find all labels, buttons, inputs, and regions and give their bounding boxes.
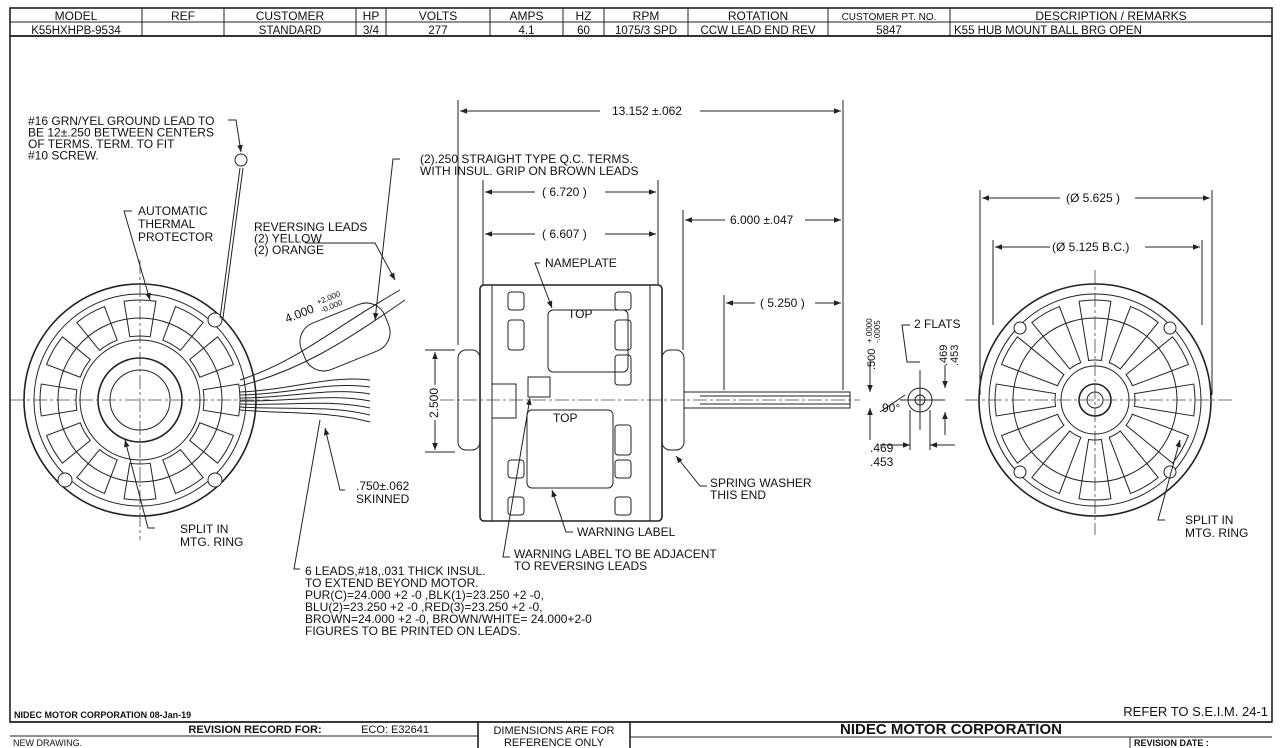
column-header: DESCRIPTION / REMARKS bbox=[1035, 9, 1186, 23]
column-value: STANDARD bbox=[259, 25, 321, 37]
skinned-note: SKINNED bbox=[356, 492, 410, 506]
flat-dim: .453 bbox=[870, 455, 894, 469]
two-flats-label: 2 FLATS bbox=[914, 317, 960, 331]
column-value: 3/4 bbox=[363, 25, 380, 37]
dim-6720: ( 6.720 ) bbox=[542, 185, 587, 199]
company-date: NIDEC MOTOR CORPORATION 08-Jan-19 bbox=[14, 710, 191, 720]
thermal-protector-note: THERMAL bbox=[138, 217, 196, 231]
split-ring-note: SPLIT IN bbox=[1185, 513, 1233, 527]
column-value: CCW LEAD END REV bbox=[700, 25, 815, 37]
top-label: TOP bbox=[568, 307, 592, 321]
height-dim: 2.500 bbox=[427, 388, 441, 418]
shaft-length-dim: 6.000 ±.047 bbox=[730, 213, 794, 227]
shaft-dia-dim: .500 bbox=[866, 349, 878, 370]
column-header: MODEL bbox=[55, 9, 98, 23]
ground-lead-note: #16 GRN/YEL GROUND LEAD TO bbox=[28, 114, 215, 128]
thermal-protector-note: PROTECTOR bbox=[138, 230, 213, 244]
overall-length-dim: 13.152 ±.062 bbox=[612, 104, 682, 118]
nameplate bbox=[547, 309, 629, 373]
title-block: NIDEC MOTOR CORPORATION 08-Jan-19 REFER … bbox=[10, 704, 1272, 748]
outer-diameter-dim: (Ø 5.625 ) bbox=[1066, 191, 1120, 205]
leads-note: TO EXTEND BEYOND MOTOR. bbox=[305, 576, 479, 590]
column-header: CUSTOMER bbox=[256, 9, 325, 23]
column-value: K55 HUB MOUNT BALL BRG OPEN bbox=[954, 25, 1142, 37]
flat-dim: .469 bbox=[870, 441, 894, 455]
column-value: 5847 bbox=[876, 25, 902, 37]
flat-dim: .469 bbox=[938, 345, 950, 366]
revision-note: NEW DRAWING. bbox=[13, 738, 82, 748]
split-ring-note: MTG. RING bbox=[180, 535, 243, 549]
warning-label-adjacent-note: TO REVERSING LEADS bbox=[514, 559, 647, 573]
column-header: HZ bbox=[576, 9, 592, 23]
qc-terms-note: WITH INSUL. GRIP ON BROWN LEADS bbox=[420, 164, 638, 178]
bolt-circle-dim: (Ø 5.125 B.C.) bbox=[1052, 240, 1129, 254]
column-header: RPM bbox=[633, 9, 660, 23]
column-header: HP bbox=[363, 9, 380, 23]
skinned-note: .750±.062 bbox=[356, 479, 410, 493]
ground-lead-note: #10 SCREW. bbox=[28, 149, 99, 163]
ground-lead-note: BE 12±.250 BETWEEN CENTERS bbox=[28, 126, 214, 140]
column-header: AMPS bbox=[509, 9, 543, 23]
split-ring-note: SPLIT IN bbox=[180, 522, 228, 536]
shaft-end-view bbox=[965, 270, 1235, 535]
spec-table: MODEL K55HXHPB-9534 REF CUSTOMER STANDARD HP 3… bbox=[9, 7, 1273, 37]
leads-note: BLU(2)=23.250 +2 -0 ,RED(3)=23.250 +2 -0… bbox=[305, 600, 542, 614]
angle-label: 90° bbox=[882, 401, 900, 415]
column-value: 277 bbox=[428, 25, 447, 37]
shaft-tol-plus: +.0000 bbox=[865, 318, 874, 343]
shaft-tol-minus: -.0005 bbox=[873, 320, 882, 343]
company-name: NIDEC MOTOR CORPORATION bbox=[840, 721, 1062, 738]
refer-note: REFER TO S.E.I.M. 24-1 bbox=[1123, 704, 1268, 719]
motor-side-view bbox=[440, 284, 860, 522]
qc-terms-note: (2).250 STRAIGHT TYPE Q.C. TERMS. bbox=[420, 152, 633, 166]
dim-5250: ( 5.250 ) bbox=[760, 296, 805, 310]
warning-label-note: WARNING LABEL bbox=[577, 525, 676, 539]
leads-note: 6 LEADS,#18,.031 THICK INSUL. bbox=[305, 564, 486, 578]
reversing-leads-note: REVERSING LEADS bbox=[254, 220, 367, 234]
nameplate-label: NAMEPLATE bbox=[545, 256, 617, 270]
column-value: 60 bbox=[577, 25, 590, 37]
split-ring-note: MTG. RING bbox=[1185, 526, 1248, 540]
ground-lead-note: OF TERMS. TERM. TO FIT bbox=[28, 137, 175, 151]
dimensions-ref-1: DIMENSIONS ARE FOR bbox=[493, 725, 614, 737]
column-value: 1075/3 SPD bbox=[615, 25, 677, 37]
lead-length-dim: 4.000 bbox=[283, 301, 316, 325]
column-value: 4.1 bbox=[519, 25, 535, 37]
reversing-leads-note: (2) YELLOW bbox=[254, 232, 322, 246]
top-label: TOP bbox=[553, 411, 577, 425]
thermal-protector-note: AUTOMATIC bbox=[138, 204, 208, 218]
reversing-leads-note: (2) ORANGE bbox=[254, 243, 324, 257]
dimensions-ref-2: REFERENCE ONLY bbox=[504, 737, 605, 748]
column-header: VOLTS bbox=[419, 9, 457, 23]
shaft-end-detail bbox=[867, 324, 955, 450]
column-header: ROTATION bbox=[728, 9, 788, 23]
column-header: CUSTOMER PT. NO. bbox=[842, 12, 937, 23]
flat-dim: .453 bbox=[949, 345, 961, 366]
leads-note: PUR(C)=24.000 +2 -0 ,BLK(1)=23.250 +2 -0… bbox=[305, 588, 544, 602]
leads-note: BROWN=24.000 +2 -0, BROWN/WHITE= 24.000+… bbox=[305, 612, 592, 626]
revision-date: REVISION DATE : bbox=[1134, 738, 1209, 748]
leads-note: FIGURES TO BE PRINTED ON LEADS. bbox=[305, 624, 521, 638]
column-header: REF bbox=[171, 9, 195, 23]
dimension-lines bbox=[123, 100, 1213, 570]
warning-label-adjacent-note: WARNING LABEL TO BE ADJACENT bbox=[514, 547, 717, 561]
eco-number: ECO: E32641 bbox=[361, 724, 429, 736]
revision-record: REVISION RECORD FOR: bbox=[188, 724, 321, 736]
column-value: K55HXHPB-9534 bbox=[31, 25, 121, 37]
dim-6607: ( 6.607 ) bbox=[542, 227, 587, 241]
lead-end-view bbox=[10, 153, 406, 540]
spring-washer-note: THIS END bbox=[710, 488, 766, 502]
spring-washer-note: SPRING WASHER bbox=[710, 476, 812, 490]
